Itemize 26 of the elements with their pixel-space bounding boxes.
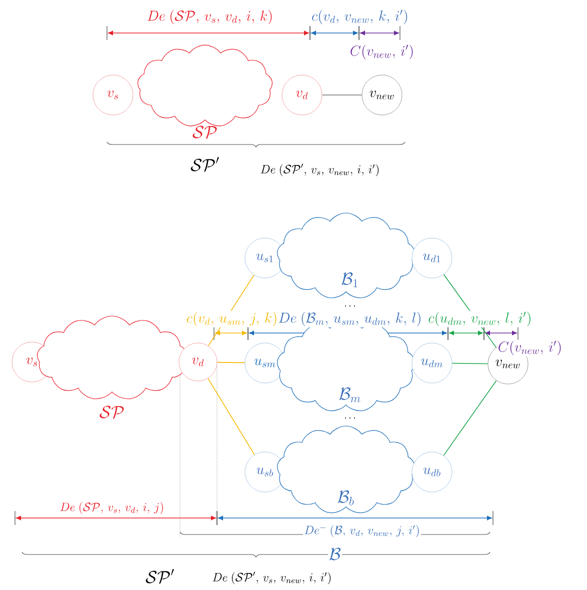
connector-line bbox=[216, 362, 246, 364]
dimension-label: $C(v_{new},\, i')$ bbox=[496, 340, 564, 356]
cloud: $\mathcal{B}_{b}$ bbox=[277, 426, 415, 514]
dimension-label: $De\ (\mathcal{B}_{m},\, u_{sm},\, u_{dm},\, k,\, l)$ bbox=[277, 310, 423, 328]
brace-label: $De\ (\mathcal{SP}',\, v_{s},\, v_{new},\, i,\, i')$ bbox=[259, 162, 381, 178]
brace-label: $\mathcal{SP}'$ bbox=[190, 156, 220, 172]
connector-line bbox=[322, 94, 362, 96]
cloud: $\mathcal{B}_{1}$ bbox=[277, 212, 415, 298]
dimension-label: $De\ (\mathcal{SP},\, v_{s},\, v_{d},\, i,\, k)$ bbox=[146, 8, 274, 26]
connector-line bbox=[443, 380, 497, 456]
dimension-label: $c(v_{d},\, v_{new},\, k,\, i')$ bbox=[310, 8, 410, 26]
brace-label: $De\ (\mathcal{SP}',\, v_{s},\, v_{new},\, i,\, i')$ bbox=[211, 570, 333, 586]
node-label: $\mathcal{SP}$ bbox=[100, 406, 124, 419]
cloud: $\mathcal{SP}$ bbox=[138, 44, 272, 139]
ellipsis: $\ldots$ bbox=[343, 416, 357, 420]
ellipsis: $\ldots$ bbox=[343, 304, 357, 308]
dimension-label: $C(v_{new},\, i')$ bbox=[348, 44, 416, 60]
node-label: $\mathcal{SP}$ bbox=[192, 126, 217, 139]
dimension-label: $c(v_{d},\, u_{sm},\, j,\, k)$ bbox=[185, 310, 279, 328]
dimension-label: $c(u_{dm},\, v_{new},\, l,\, i')$ bbox=[427, 310, 533, 328]
dimension-label: $De\ (\mathcal{SP},\, v_{s},\, v_{d},\, i,\, j)$ bbox=[58, 501, 166, 515]
connector-line bbox=[452, 362, 488, 364]
connector-line bbox=[208, 378, 255, 456]
brace-label: $\mathcal{SP}'$ bbox=[144, 568, 176, 584]
dimension-label: $De^{-}\ (\mathcal{B},\, v_{d},\, v_{new},\, j,\, i')$ bbox=[303, 524, 421, 538]
brace-label: $\mathcal{B}$ bbox=[328, 547, 342, 561]
